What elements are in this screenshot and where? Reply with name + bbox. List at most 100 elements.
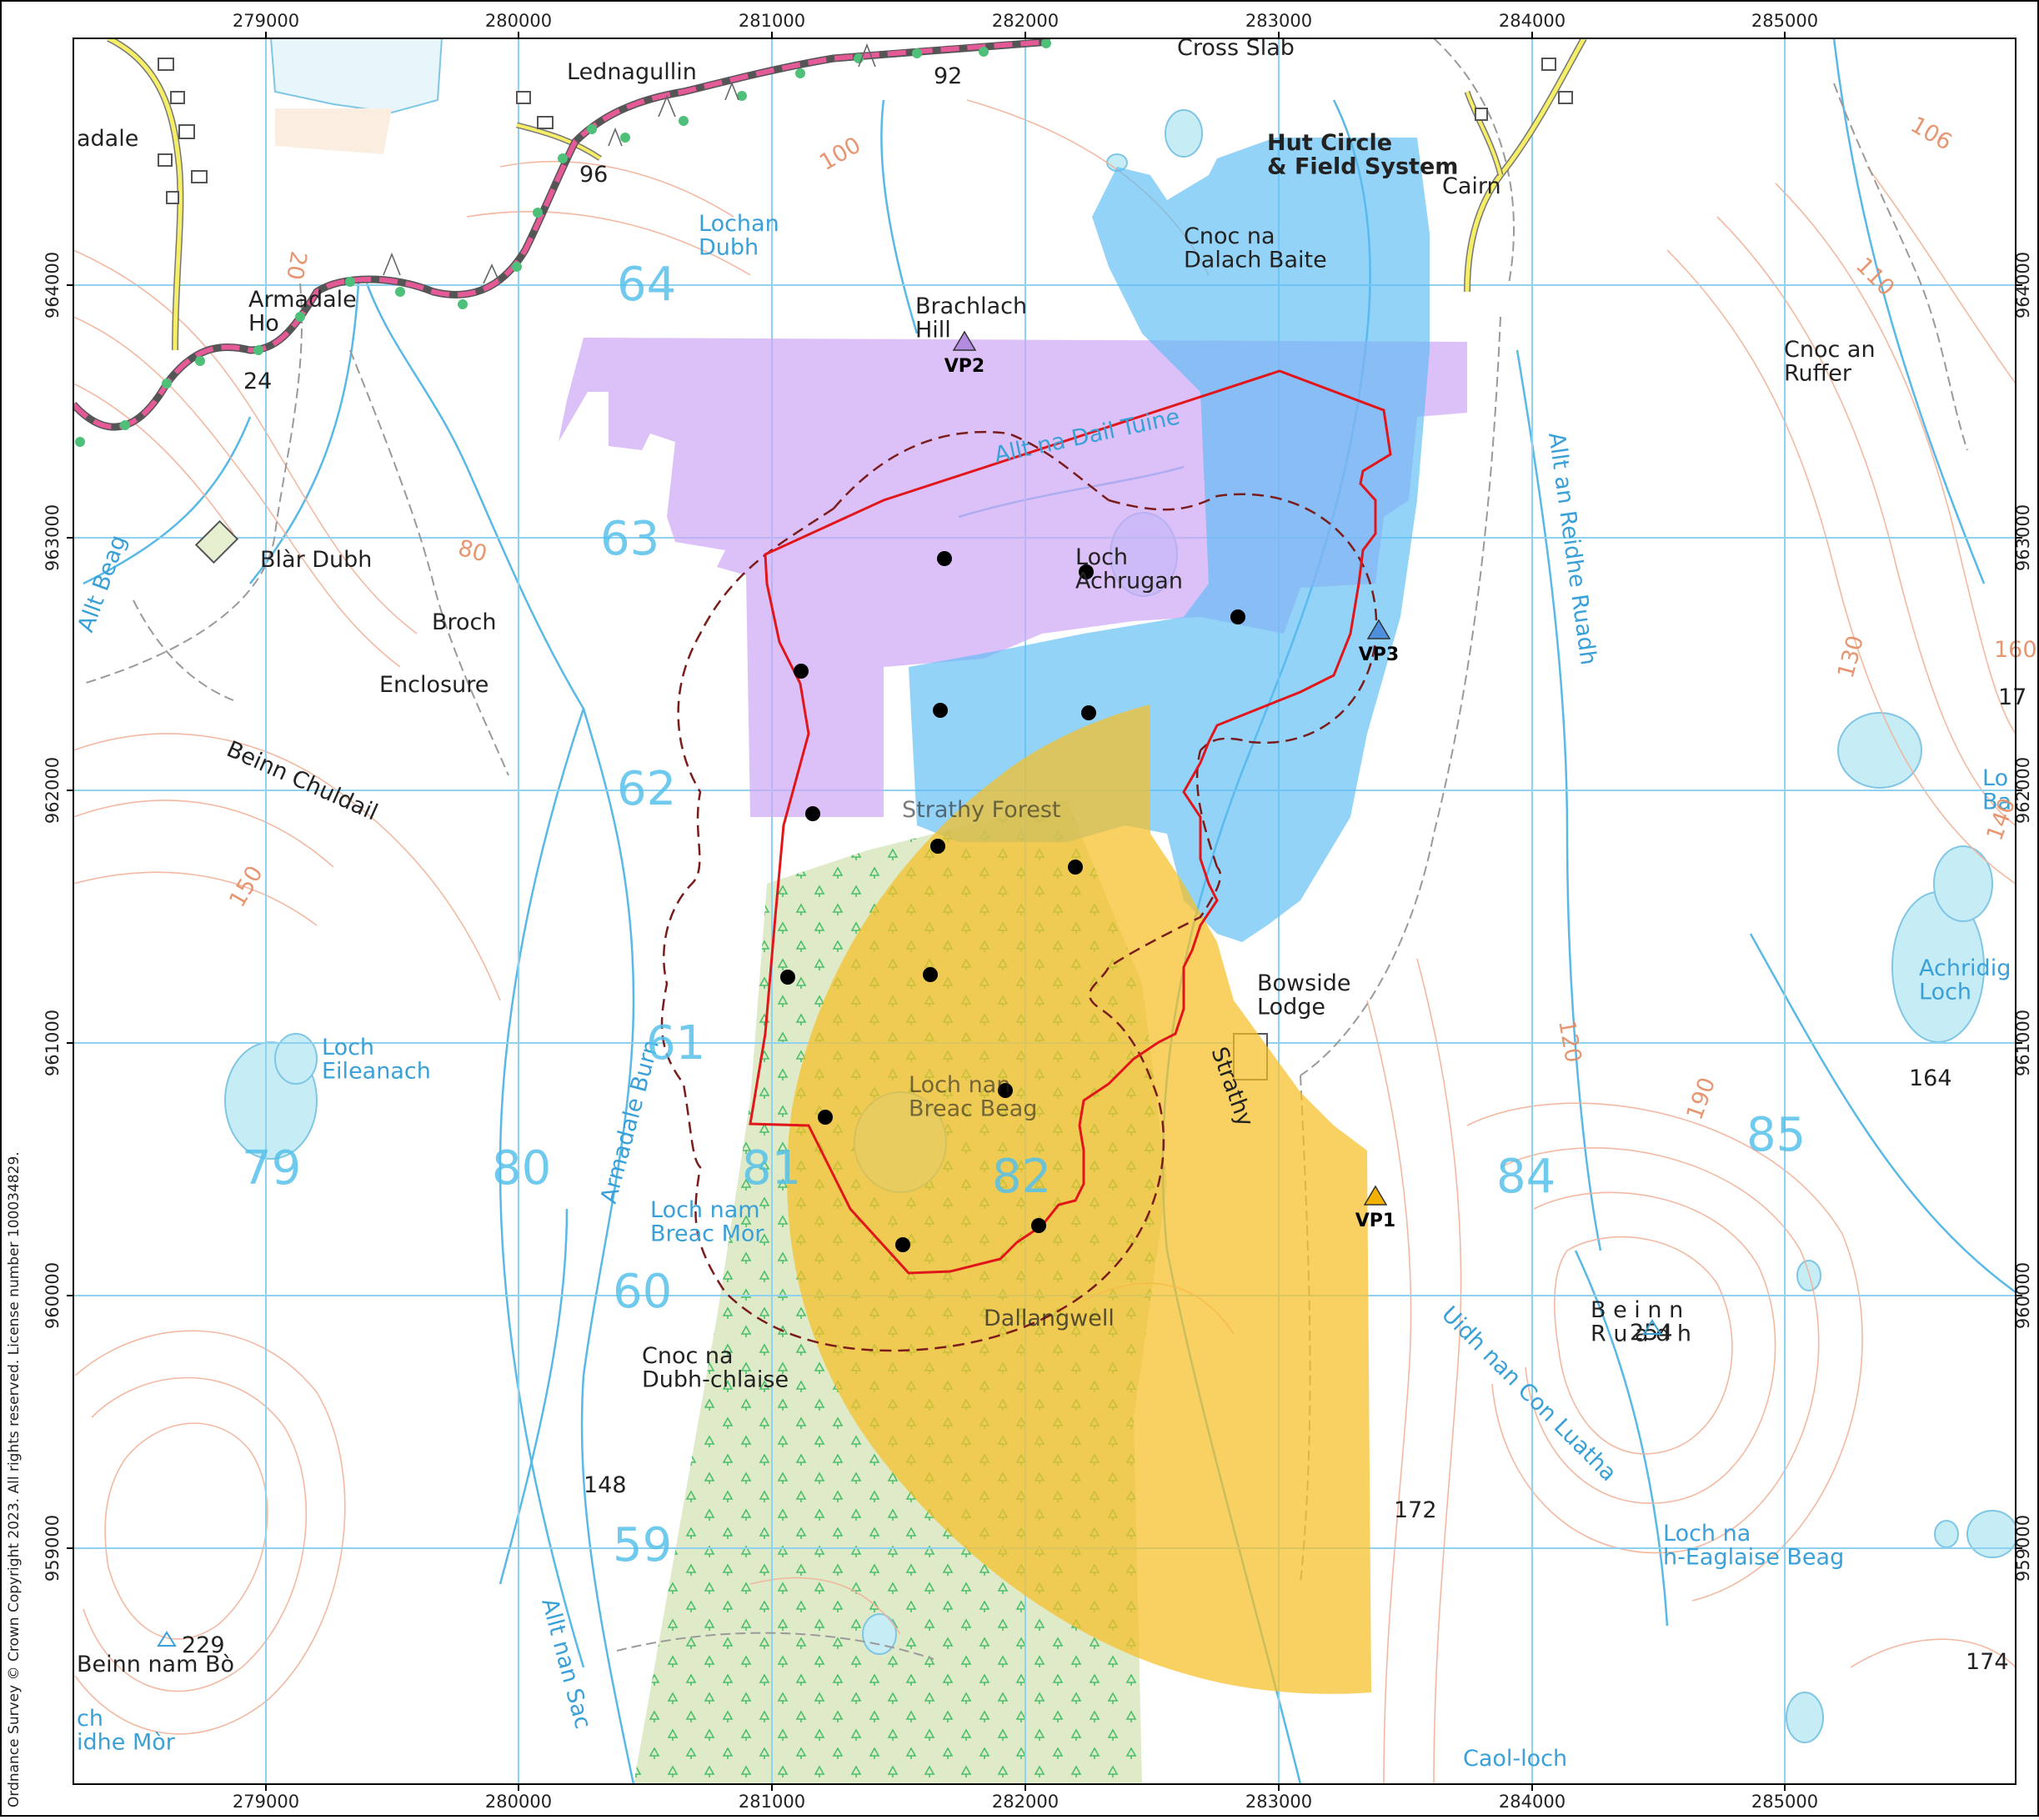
copyright-notice: Ordnance Survey © Crown Copyright 2023. …: [6, 1151, 23, 1807]
turbine-marker: [930, 839, 945, 854]
grid-square-number: 81: [742, 1141, 801, 1196]
turbine-marker: [933, 703, 948, 718]
x-tick-label: 282000: [992, 11, 1059, 31]
contour-label: 20: [281, 249, 311, 282]
place-cairn: Cairn: [1442, 173, 1501, 199]
turbine-marker: [1068, 860, 1083, 875]
x-tick-label: 280000: [485, 11, 552, 31]
turbine-marker: [1031, 1218, 1046, 1233]
vp1-visibility-area: [787, 704, 1371, 1694]
viewpoint-label: VP1: [1355, 1211, 1395, 1231]
y-tick-label: 964000: [2013, 252, 2033, 318]
grid-square-number: 64: [617, 258, 676, 312]
place-beinn-bo: Beinn nam Bò: [77, 1652, 234, 1677]
x-tick-label: 280000: [485, 1792, 552, 1812]
x-tick-label: 283000: [1245, 11, 1312, 31]
grid-square-number: 61: [646, 1016, 705, 1070]
spot-height: 92: [934, 63, 962, 89]
viewpoint-triangle-icon: [1366, 619, 1391, 639]
minor-roads: [107, 38, 1587, 351]
y-tick-label: 963000: [2013, 504, 2033, 571]
x-tick-label: 279000: [233, 1792, 299, 1812]
x-tick-label: 285000: [1751, 11, 1818, 31]
spot-height: 17: [1998, 684, 2026, 710]
spot-height: 229: [182, 1632, 225, 1658]
turbine-buffers: [660, 430, 1378, 1352]
viewpoint-label: VP2: [944, 356, 984, 377]
x-tick-label: 285000: [1751, 1792, 1818, 1812]
viewpoint-triangle-icon: [952, 330, 977, 351]
vp-areas: [559, 138, 1467, 1694]
spot-height: 164: [1909, 1065, 1952, 1091]
place-blar-dubh: Blàr Dubh: [260, 547, 372, 573]
place-enclosure: Enclosure: [379, 672, 488, 698]
grid-square-number: 60: [613, 1265, 672, 1319]
viewpoint-label: VP3: [1359, 644, 1399, 665]
y-tick-label: 960000: [43, 1262, 63, 1329]
turbine-marker: [1081, 705, 1096, 720]
y-tick-label: 964000: [43, 252, 63, 318]
grid-square-number: 82: [992, 1150, 1051, 1204]
grid-square-number: 63: [600, 512, 659, 566]
x-tick-label: 281000: [739, 11, 805, 31]
turbine-marker: [1079, 564, 1094, 579]
spot-height: 24: [243, 369, 272, 394]
turbine-marker: [780, 970, 795, 985]
place-broch: Broch: [432, 609, 497, 635]
spot-height: 174: [1966, 1649, 2009, 1675]
x-tick-label: 279000: [233, 11, 299, 31]
place-hut-circle: Hut Circle& Field System: [1267, 130, 1458, 179]
site-boundary: [749, 369, 1392, 1275]
grid-square-number: 85: [1746, 1108, 1806, 1162]
grid-square-number: 80: [492, 1141, 551, 1196]
spot-height: 96: [579, 162, 608, 188]
spot-height: 148: [584, 1472, 627, 1498]
turbine-marker: [895, 1237, 910, 1252]
y-tick-label: 962000: [43, 757, 63, 824]
vp3-visibility-area: [909, 138, 1430, 942]
x-tick-label: 282000: [992, 1792, 1059, 1812]
y-tick-label: 961000: [2013, 1010, 2033, 1076]
y-tick-label: 961000: [43, 1010, 63, 1076]
spot-height: 254: [1630, 1320, 1673, 1346]
place-adale: adale: [77, 126, 138, 152]
grid-square-number: 79: [242, 1141, 301, 1196]
y-tick-label: 963000: [43, 504, 63, 571]
y-tick-label: 959000: [43, 1515, 63, 1582]
spot-height: 172: [1394, 1497, 1437, 1523]
x-tick-label: 281000: [739, 1792, 805, 1812]
x-tick-label: 283000: [1245, 1792, 1312, 1812]
trig-point-icon: [1642, 1319, 1662, 1335]
y-axis-left: 964000 963000 962000 961000 960000 959000: [43, 252, 73, 1582]
x-axis-top: 279000 280000 281000 282000 283000 284000 2850…: [233, 11, 1818, 38]
place-dallangwell: Dallangwell: [984, 1306, 1115, 1331]
map-frame: [73, 38, 2016, 1785]
x-tick-label: 284000: [1499, 11, 1566, 31]
y-tick-label: 959000: [2013, 1515, 2033, 1582]
railway-path: [73, 38, 1051, 447]
turbine-marker: [805, 806, 820, 821]
turbine-marker: [1230, 609, 1245, 624]
y-tick-label: 960000: [2013, 1262, 2033, 1329]
trig-point-icon: [157, 1631, 177, 1647]
turbine-marker: [923, 967, 938, 982]
place-caol-loch: Caol-loch: [1463, 1746, 1567, 1772]
grid-square-number: 59: [613, 1518, 672, 1572]
place-cross-slab: Cross Slab: [1177, 35, 1295, 61]
